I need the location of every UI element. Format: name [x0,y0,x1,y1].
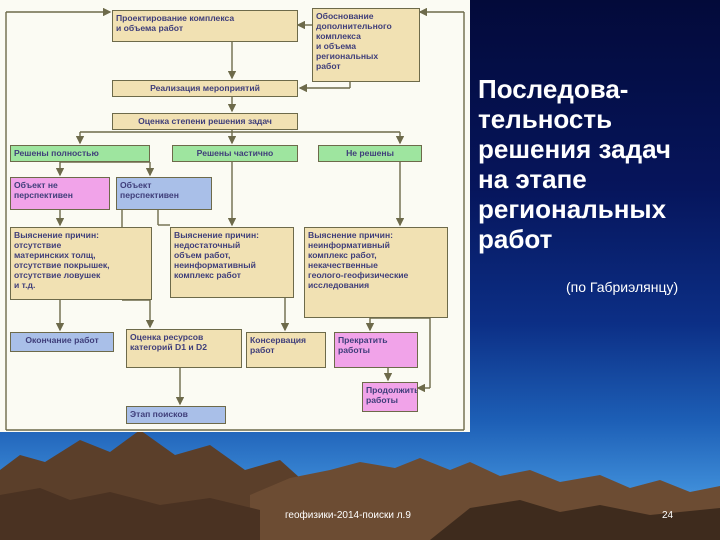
node-object-not-promising: Объект не перспективен [10,177,110,210]
resource-estimate-label: Оценка ресурсов категорий D1 и D2 [130,332,208,352]
slide-title: Последова- тельность решения задач на эт… [478,74,714,254]
footer-text: геофизики-2014-поиски л.9 [285,510,411,521]
node-reasons-2: Выяснение причин: недостаточный объем ра… [170,227,294,298]
flowchart-connectors [5,7,465,431]
node-not-solved: Не решены [318,145,422,162]
node-end-works: Окончание работ [10,332,114,352]
node-reasons-3: Выяснение причин: неинформативный компле… [304,227,448,318]
node-solved-partial: Решены частично [172,145,298,162]
diagram-panel: Проектирование комплекса и объема работ … [0,0,470,432]
node-reasons-1: Выяснение причин: отсутствие материнских… [10,227,152,300]
node-continue-works: Продолжить работы [362,382,418,412]
node-resource-estimate: Оценка ресурсов категорий D1 и D2 [126,329,242,368]
node-implement: Реализация мероприятий [112,80,298,97]
node-conservation: Консервация работ [246,332,326,368]
slide-number: 24 [662,510,674,521]
node-search-stage: Этап поисков [126,406,226,424]
node-object-promising: Объект перспективен [116,177,212,210]
author-note: (по Габриэлянцу) [566,279,679,295]
node-justify: Обоснование дополнительного комплекса и … [312,8,420,82]
slide-title-text: Последова- тельность решения задач на эт… [478,74,672,254]
node-stop-works: Прекратить работы [334,332,418,368]
node-design: Проектирование комплекса и объема работ [112,10,298,42]
node-evaluate: Оценка степени решения задач [112,113,298,130]
node-solved-full: Решены полностью [10,145,150,162]
